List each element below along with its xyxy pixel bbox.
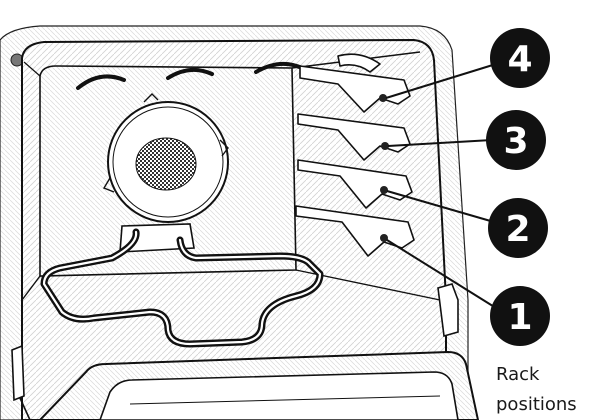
callout-1: 1 — [490, 286, 550, 346]
caption-positions: positions — [496, 394, 577, 415]
bake-element — [40, 223, 324, 348]
callout-number-1: 1 — [507, 297, 532, 338]
leader-line-3 — [387, 139, 493, 147]
broil-element — [76, 61, 304, 90]
rack-position-2 — [380, 186, 388, 194]
callout-number-2: 2 — [505, 209, 530, 250]
callout-badge-4 — [490, 28, 550, 88]
rack-position-4 — [379, 94, 387, 102]
rack-supports — [295, 53, 415, 257]
callout-number-4: 4 — [507, 39, 532, 80]
rack-position-markers — [379, 94, 389, 242]
leader-lines — [385, 63, 497, 309]
callout-3: 3 — [486, 110, 546, 170]
callout-badge-2 — [488, 198, 548, 258]
rack-support-2 — [297, 159, 413, 209]
leader-line-1 — [386, 239, 497, 309]
leader-line-4 — [385, 63, 497, 99]
door-hinge-left — [11, 344, 31, 420]
fan-grille — [135, 137, 197, 191]
door-window — [99, 371, 459, 420]
oven-door — [38, 350, 480, 420]
callout-2: 2 — [488, 198, 548, 258]
callout-badge-1 — [490, 286, 550, 346]
callout-badge-3 — [486, 110, 546, 170]
caption-rack: Rack — [496, 364, 540, 385]
callout-4: 4 — [490, 28, 550, 88]
rack-position-1 — [380, 234, 388, 242]
door-hinge-right — [437, 283, 459, 338]
rack-support-3 — [297, 113, 411, 161]
callout-number-3: 3 — [503, 121, 528, 162]
convection-fan — [102, 93, 229, 223]
leader-line-2 — [386, 190, 495, 223]
rack-position-3 — [381, 142, 389, 150]
